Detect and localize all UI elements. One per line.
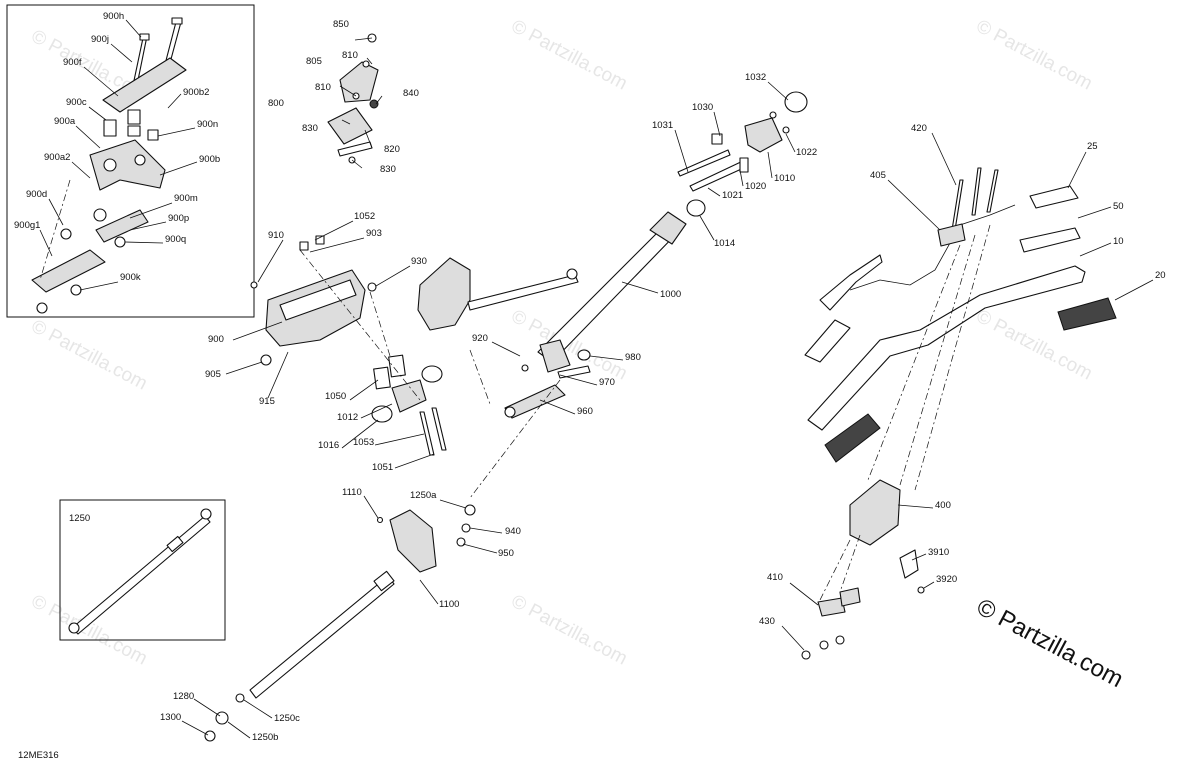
watermark: © Partzilla.com (28, 316, 151, 395)
label-900h: 900h (103, 11, 124, 22)
label-1014: 1014 (714, 238, 735, 249)
label-800: 800 (268, 98, 284, 109)
label-905: 905 (205, 369, 221, 380)
label-805: 805 (306, 56, 322, 67)
label-900a: 900a (54, 116, 76, 127)
label-420: 420 (911, 123, 927, 134)
label-930: 930 (411, 256, 427, 267)
label-920: 920 (472, 333, 488, 344)
label-1050: 1050 (325, 391, 346, 402)
label-1021: 1021 (722, 190, 743, 201)
label-1030: 1030 (692, 102, 713, 113)
label-950: 950 (498, 548, 514, 559)
mount-900-assembly (250, 235, 579, 456)
label-820: 820 (384, 144, 400, 155)
label-3920: 3920 (936, 574, 957, 585)
label-900p: 900p (168, 213, 189, 224)
label-900a2: 900a2 (44, 152, 70, 163)
label-980: 980 (625, 352, 641, 363)
watermark: © Partzilla.com (28, 591, 151, 670)
label-1250b: 1250b (252, 732, 278, 743)
label-410: 410 (767, 572, 783, 583)
watermark: © Partzilla.com (508, 16, 631, 95)
label-1010: 1010 (774, 173, 795, 184)
label-810: 810 (342, 50, 358, 61)
label-1012: 1012 (337, 412, 358, 423)
label-830: 830 (380, 164, 396, 175)
label-1052: 1052 (354, 211, 375, 222)
label-900g1: 900g1 (14, 220, 40, 231)
inset-900-parts (31, 17, 187, 314)
part-labels: 900h 900j 900f 900b2 900c 900n 900a 900b… (14, 11, 1166, 743)
label-1020: 1020 (745, 181, 766, 192)
label-20: 20 (1155, 270, 1166, 281)
label-1000: 1000 (660, 289, 681, 300)
label-1110: 1110 (342, 487, 362, 498)
label-1100: 1100 (439, 599, 459, 610)
watermark: © Partzilla.com (508, 591, 631, 670)
label-1016: 1016 (318, 440, 339, 451)
label-900n: 900n (197, 119, 218, 130)
label-840: 840 (403, 88, 419, 99)
label-900b: 900b (199, 154, 220, 165)
watermark: © Partzilla.com (973, 16, 1096, 95)
inset-box-900 (6, 4, 255, 318)
label-960: 960 (577, 406, 593, 417)
label-900f: 900f (63, 57, 82, 68)
label-1051: 1051 (372, 462, 393, 473)
label-10: 10 (1113, 236, 1124, 247)
label-405: 405 (870, 170, 886, 181)
label-1250c: 1250c (274, 713, 300, 724)
label-970: 970 (599, 377, 615, 388)
label-900d: 900d (26, 189, 47, 200)
label-900m: 900m (174, 193, 198, 204)
label-50: 50 (1113, 201, 1124, 212)
handlebar-assembly (801, 167, 1117, 660)
label-830: 830 (302, 123, 318, 134)
label-900k: 900k (120, 272, 141, 283)
label-1250a: 1250a (410, 490, 437, 501)
label-1053: 1053 (353, 437, 374, 448)
label-1250: 1250 (69, 513, 90, 524)
label-903: 903 (366, 228, 382, 239)
label-900q: 900q (165, 234, 186, 245)
label-900: 900 (208, 334, 224, 345)
label-1032: 1032 (745, 72, 766, 83)
label-430: 430 (759, 616, 775, 627)
label-915: 915 (259, 396, 275, 407)
lower-column-1100 (68, 504, 476, 742)
bracket-800-assembly (327, 33, 383, 169)
inset-box-1250 (59, 499, 226, 641)
steering-column-1000 (469, 91, 808, 499)
label-1031: 1031 (652, 120, 673, 131)
label-900j: 900j (91, 34, 109, 45)
label-1300: 1300 (160, 712, 181, 723)
label-900b2: 900b2 (183, 87, 209, 98)
label-1280: 1280 (173, 691, 194, 702)
label-400: 400 (935, 500, 951, 511)
label-900c: 900c (66, 97, 87, 108)
label-850: 850 (333, 19, 349, 30)
label-810: 810 (315, 82, 331, 93)
leader-lines (39, 19, 1154, 739)
label-940: 940 (505, 526, 521, 537)
label-25: 25 (1087, 141, 1098, 152)
label-3910: 3910 (928, 547, 949, 558)
label-1022: 1022 (796, 147, 817, 158)
label-910: 910 (268, 230, 284, 241)
diagram-code: 12ME316 (18, 750, 59, 761)
copyright-notice: © Partzilla.com (972, 593, 1127, 693)
